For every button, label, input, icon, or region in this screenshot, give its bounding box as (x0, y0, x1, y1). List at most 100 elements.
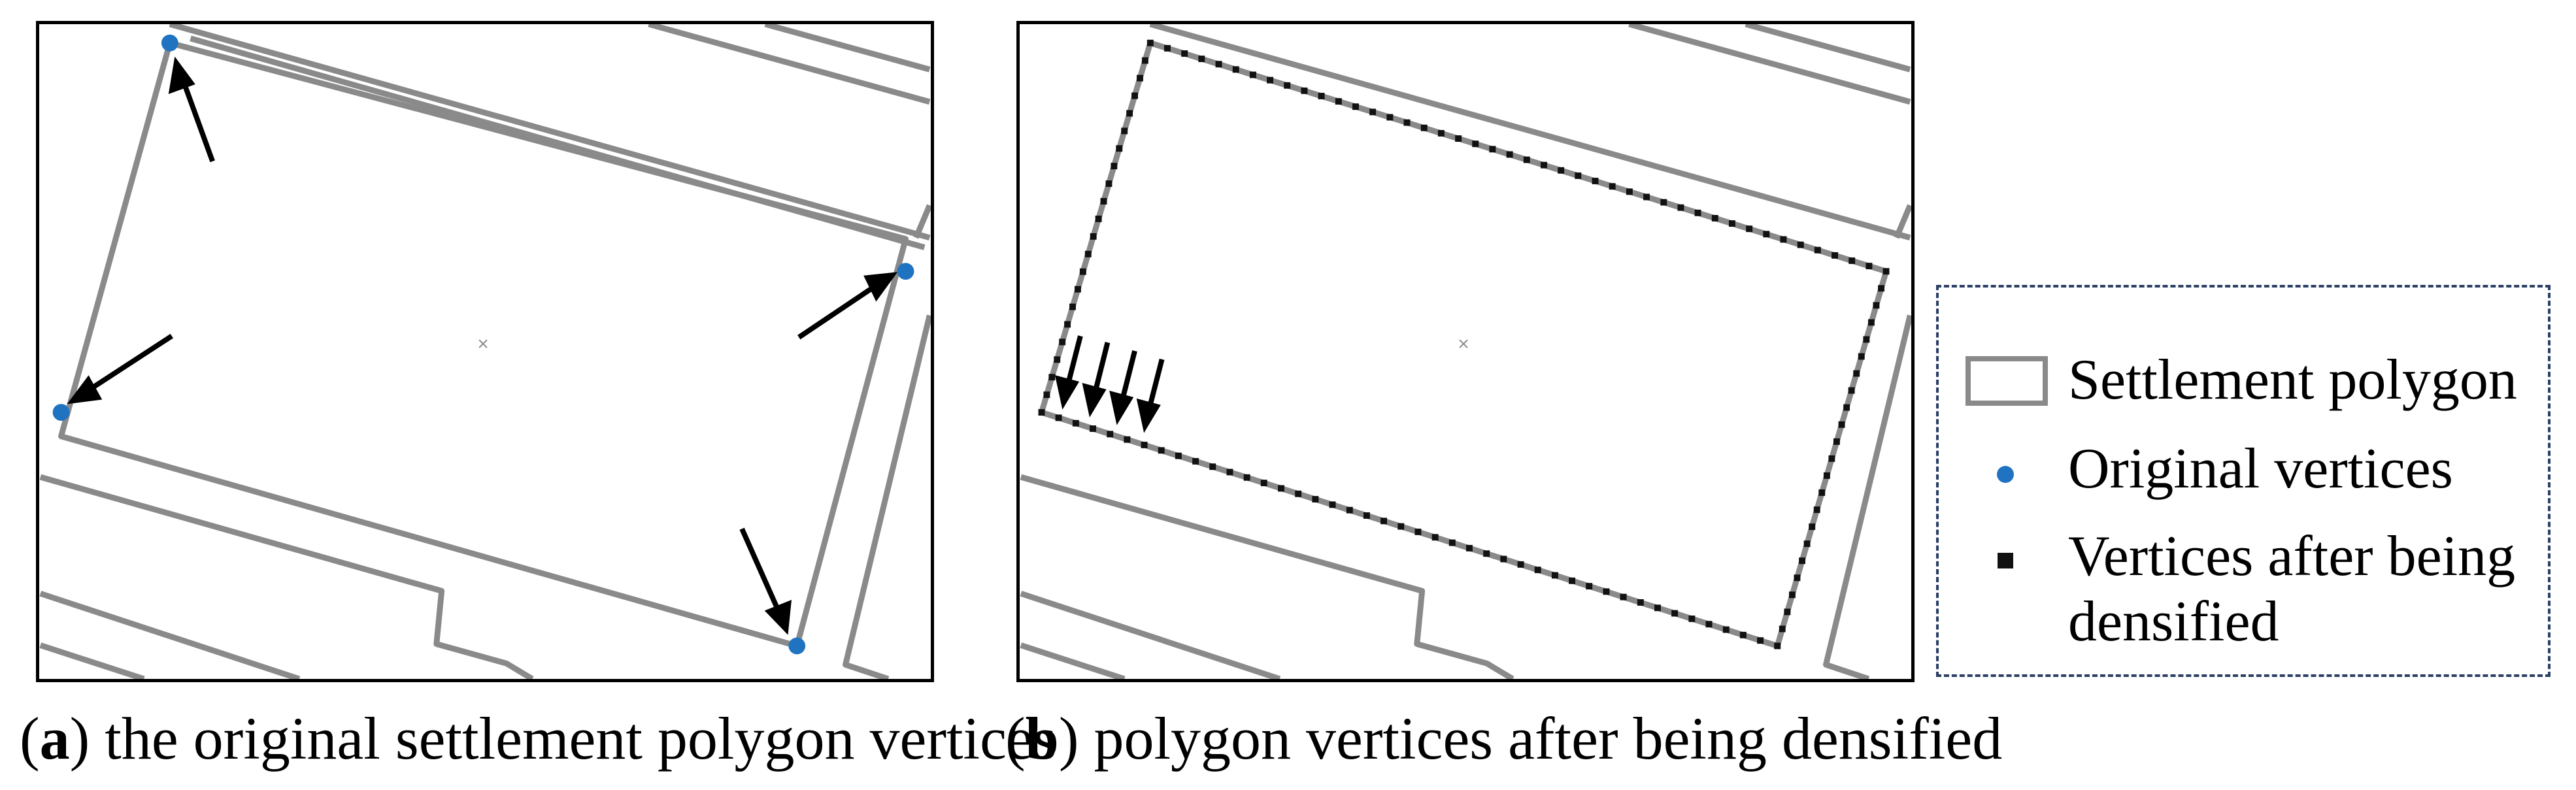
centroid-marker (478, 339, 488, 348)
panel-b-densified-vertices (1016, 21, 1915, 682)
densified-vertex (1472, 140, 1479, 148)
densified-vertex (1660, 199, 1667, 206)
panel-a-map (39, 24, 931, 679)
vertex-top-right (897, 263, 914, 280)
vertex-top-left (161, 34, 178, 52)
densified-vertex (1677, 204, 1684, 211)
legend-label-settlement-polygon: Settlement polygon (2068, 348, 2517, 412)
densified-vertex (1198, 56, 1205, 63)
densified-vertex (1873, 302, 1880, 309)
neighbor-edge-top-1 (169, 24, 931, 241)
densified-vertex (1688, 615, 1696, 622)
densified-vertex (1209, 463, 1216, 470)
densified-vertex (1465, 544, 1473, 551)
densified-vertex (1164, 44, 1171, 52)
densified-vertex (1175, 452, 1182, 459)
panel-a-original-vertices (36, 21, 934, 682)
arrow-left (82, 333, 173, 395)
arrow-top-left (178, 74, 215, 163)
densified-vertex (1249, 71, 1256, 78)
neighbor-edge-right (843, 314, 931, 679)
densified-vertex (1643, 193, 1650, 201)
densified-vertex (1232, 66, 1239, 73)
densified-vertex (1386, 114, 1394, 121)
densified-vertex (1774, 642, 1781, 650)
densified-vertex (1369, 108, 1377, 116)
densified-vertex (1575, 172, 1582, 179)
arrows (1054, 335, 1165, 433)
densified-vertex (1074, 286, 1081, 293)
blue-dot-icon (1997, 466, 2014, 483)
densified-vertex (1090, 425, 1096, 432)
densified-vertex (1146, 39, 1154, 46)
densified-vertex (1059, 338, 1066, 346)
densified-vertex (1843, 404, 1850, 411)
densified-vertex (1586, 583, 1593, 590)
densified-vertex (1105, 180, 1112, 188)
densified-vertex (1569, 577, 1576, 584)
densified-vertex (1100, 198, 1107, 205)
densified-vertex (1192, 457, 1199, 465)
densified-vertex (1654, 604, 1661, 612)
densified-vertex (1739, 631, 1747, 638)
densified-vertex (1455, 135, 1462, 142)
densified-vertex (1055, 414, 1062, 421)
arrow-head (67, 375, 103, 404)
densified-vertex (1863, 336, 1870, 343)
arrow-head (863, 272, 898, 302)
densified-vertex (1064, 321, 1071, 328)
densified-vertex (1335, 98, 1342, 105)
densified-vertex (1111, 163, 1118, 170)
densified-vertex (1312, 496, 1319, 502)
densified-vertex (1500, 555, 1507, 563)
densified-vertex (1797, 241, 1804, 248)
densified-vertex (1043, 391, 1050, 399)
densified-vertex (1799, 557, 1806, 565)
densified-vertex (1215, 61, 1222, 68)
densified-vertex (1181, 50, 1188, 57)
densified-vertex (1832, 252, 1839, 259)
densified-vertex (1318, 93, 1325, 99)
densified-vertex (1448, 539, 1456, 546)
neighbor-edge-top-1 (1149, 24, 1911, 241)
densified-vertex (1295, 490, 1302, 497)
densified-vertex (1848, 257, 1856, 264)
densified-vertex (1865, 263, 1873, 270)
densified-vertex (1352, 103, 1359, 110)
densified-vertex (1137, 74, 1143, 82)
densified-vertex (1226, 469, 1233, 476)
legend-label-original-vertices: Original vertices (2068, 437, 2453, 501)
densified-vertex (1038, 409, 1045, 416)
densified-vertex (1728, 220, 1735, 227)
neighbor-edge-right (1823, 314, 1911, 679)
densified-vertex (1833, 438, 1840, 445)
neighbor-edge-top-3 (1745, 24, 1911, 73)
densified-vertex (1779, 625, 1786, 633)
densified-vertex (1746, 225, 1753, 233)
arrow-right (797, 280, 882, 340)
densified-vertex (1397, 523, 1405, 530)
vertex-left (52, 404, 70, 421)
caption-a-letter: a (39, 705, 70, 772)
densified-vertex (1329, 501, 1336, 508)
densified-vertex (1158, 447, 1165, 454)
densified-vertex (1823, 472, 1830, 479)
densified-vertex (1124, 436, 1131, 443)
densified-vertex (1084, 250, 1092, 257)
densified-vertex (1380, 518, 1387, 525)
densified-vertex (1403, 119, 1411, 126)
densified-vertex (1867, 319, 1875, 326)
original-vertices (52, 34, 914, 655)
neighbor-edge-bottom-1 (1020, 474, 1514, 679)
densified-vertex (1814, 246, 1821, 254)
densified-vertex (1558, 167, 1565, 174)
densified-vertex (1301, 87, 1308, 94)
densified-vertex (1722, 626, 1730, 633)
settlement-polygon-swatch-icon (1965, 356, 2048, 406)
densified-vertex (1243, 474, 1250, 481)
neighbor-edge-top-4 (1894, 204, 1911, 239)
densified-vertex (1414, 528, 1422, 535)
arrow-1 (1065, 335, 1083, 387)
densified-vertex (1757, 637, 1764, 644)
densified-vertex (1803, 540, 1811, 548)
